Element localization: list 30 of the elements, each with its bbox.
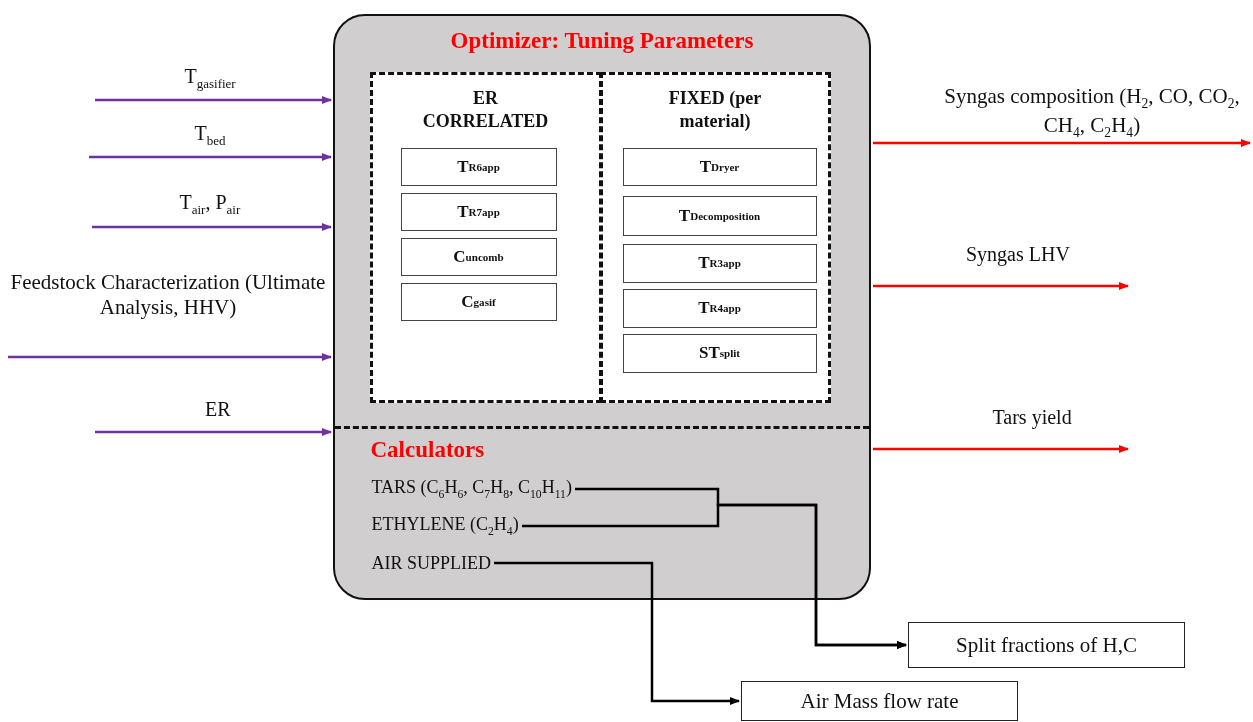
output-box: Air Mass flow rate [741,681,1018,721]
arrow [89,153,332,161]
arrow [873,445,1129,453]
arrow [522,503,907,649]
arrow [873,282,1129,290]
parameter-group [369,71,602,403]
edge-label: T$_{bed}$ [194,121,226,149]
arrow [8,353,332,361]
calculator-item: TARS (C$_{6}$H$_{6}$, C$_{7}$H$_{8}$, C$_{10}$H$_{11}$) [371,476,572,502]
edge-label: Tars yield [992,405,1072,429]
panel-title: Optimizer: Tuning Parameters [450,28,754,54]
edge-label: Syngas composition (H$_{2}$, CO, CO$_{2}$, CH$_{4}$, C$_{2}$H$_{4}$) [943,84,1241,142]
arrow [494,561,740,705]
arrow [92,223,332,231]
edge-label: Feedstock Characterization (Ultimate Analysis, HHV) [9,270,327,321]
group-title: FIXED (per material) [667,86,763,133]
optimizer-panel [333,14,871,600]
edge-label: T$_{air}$, P$_{air}$ [179,190,241,218]
edge-label: ER [205,397,231,421]
edge-label: T$_{gasifier}$ [184,64,236,92]
parameter-group [599,71,831,403]
arrow [95,428,332,436]
group-title: ER CORRELATED [421,86,550,133]
calculator-item: AIR SUPPLIED [371,552,491,575]
edge-label: Syngas LHV [966,242,1070,266]
output-box: Split fractions of H,C [908,622,1185,668]
arrow [873,139,1251,147]
calculator-item: ETHYLENE (C$_{2}$H$_{4}$) [371,513,519,539]
section-title: Calculators [370,436,485,463]
arrow [95,96,332,104]
